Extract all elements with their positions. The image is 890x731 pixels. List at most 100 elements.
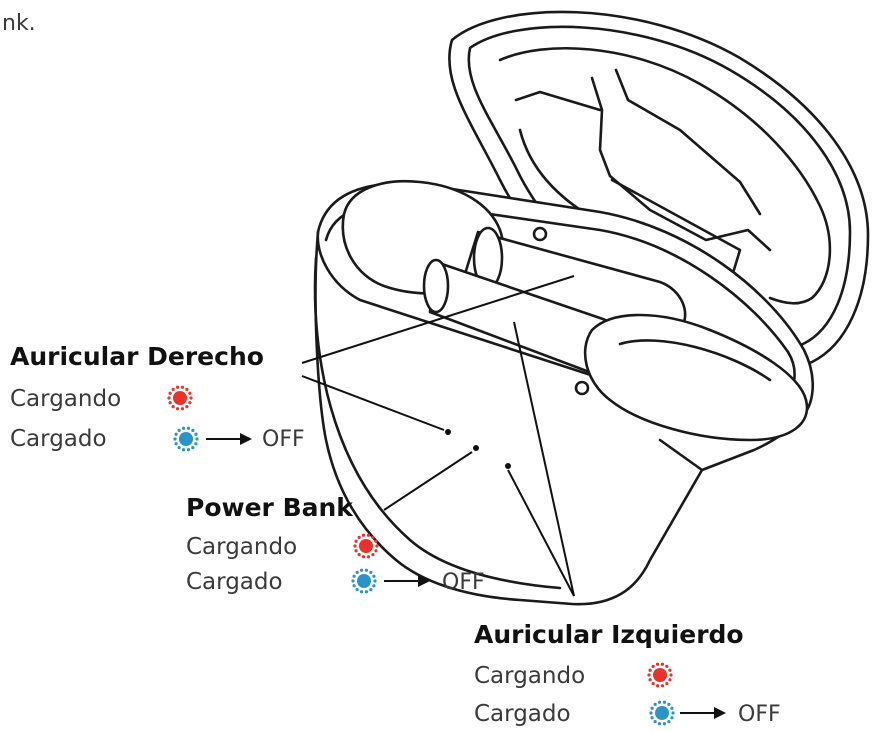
led-halo-dot — [195, 437, 199, 441]
right-earbud-charging-led-icon — [167, 385, 193, 411]
right-earbud-charging-label: Cargando — [10, 386, 121, 412]
led-core — [655, 706, 669, 720]
led-halo-dot — [175, 385, 180, 389]
led-halo-dot — [650, 706, 654, 710]
led-halo-dot — [188, 391, 192, 395]
led-halo-dot — [371, 553, 375, 557]
led-halo-dot — [171, 387, 175, 391]
led-halo-dot — [648, 668, 652, 672]
led-halo-dot — [186, 426, 191, 430]
led-core — [179, 432, 193, 446]
led-halo-dot — [366, 533, 371, 537]
led-halo-dot — [373, 579, 377, 583]
led-halo-dot — [191, 428, 195, 432]
led-halo-dot — [171, 405, 175, 409]
led-halo-dot — [374, 539, 378, 543]
leader-right-led — [301, 375, 445, 431]
left-earbud-charged-label: Cargado — [474, 701, 571, 727]
led-halo-dot — [650, 716, 654, 720]
power-bank-arrow-icon — [384, 575, 430, 587]
led-halo-dot — [665, 682, 669, 686]
led-halo-dot — [168, 391, 172, 395]
power-bank-title: Power Bank — [186, 493, 354, 522]
led-halo-dot — [185, 387, 189, 391]
led-halo-dot — [364, 590, 369, 594]
led-halo-dot — [671, 711, 675, 715]
led-halo-dot — [668, 678, 672, 682]
led-halo-dot — [655, 684, 660, 688]
right-earbud-off-label: OFF — [262, 427, 305, 452]
leader-left-earbud — [513, 321, 575, 597]
fragment-text: nk. — [2, 11, 36, 36]
led-halo-dot — [657, 700, 662, 704]
led-core — [359, 539, 373, 553]
left-earbud-arrow-icon — [680, 707, 726, 719]
led-halo-dot — [173, 437, 177, 441]
callout-power-bank: Power Bank Cargando Cargado OFF — [186, 493, 485, 595]
led-halo-dot — [361, 533, 366, 537]
led-halo-dot — [649, 711, 653, 715]
right-earbud-title: Auricular Derecho — [10, 342, 264, 371]
led-halo-dot — [194, 442, 198, 446]
led-halo-dot — [174, 432, 178, 436]
leader-power-bank — [383, 451, 473, 511]
led-halo-dot — [188, 401, 192, 405]
power-bank-off-label: OFF — [442, 570, 485, 595]
led-halo-dot — [647, 673, 651, 677]
arrow-head — [240, 433, 252, 445]
right-earbud-charged-label: Cargado — [10, 426, 107, 452]
led-halo-dot — [660, 684, 665, 688]
led-halo-dot — [667, 720, 671, 724]
led-halo-dot — [660, 662, 665, 666]
left-earbud-charged-led-icon — [649, 700, 675, 726]
power-bank-charged-led-icon — [351, 568, 377, 594]
led-halo-dot — [657, 722, 662, 726]
led-halo-dot — [177, 428, 181, 432]
led-halo-dot — [175, 407, 180, 411]
led-halo-dot — [651, 682, 655, 686]
left-earbud-led — [505, 463, 511, 469]
leader-lines — [301, 275, 575, 597]
power-bank-charging-led-icon — [353, 533, 379, 559]
arrow-head — [714, 707, 726, 719]
power-bank-charging-label: Cargando — [186, 534, 297, 560]
power-bank-charged-label: Cargado — [186, 569, 283, 595]
led-halo-dot — [354, 539, 358, 543]
right-earbud-charged-led-icon — [173, 426, 199, 452]
led-halo-dot — [352, 574, 356, 578]
led-halo-dot — [651, 664, 655, 668]
callout-right-earbud: Auricular Derecho Cargando Cargado OFF — [10, 342, 305, 452]
led-halo-dot — [167, 396, 171, 400]
led-halo-dot — [357, 553, 361, 557]
led-halo-dot — [665, 664, 669, 668]
left-earbud-drawing — [422, 258, 809, 442]
led-core — [357, 574, 371, 588]
led-halo-dot — [366, 555, 371, 559]
power-bank-led — [473, 445, 479, 451]
led-halo-dot — [653, 702, 657, 706]
led-halo-dot — [181, 426, 186, 430]
led-halo-dot — [180, 407, 185, 411]
right-earbud-led — [445, 429, 451, 435]
led-halo-dot — [185, 405, 189, 409]
led-halo-dot — [177, 446, 181, 450]
callout-left-earbud: Auricular Izquierdo Cargando Cargado OFF — [474, 620, 781, 727]
led-halo-dot — [174, 442, 178, 446]
led-halo-dot — [353, 544, 357, 548]
led-halo-dot — [354, 549, 358, 553]
right-earbud-arrow-icon — [206, 433, 252, 445]
led-halo-dot — [189, 396, 193, 400]
left-earbud-charging-led-icon — [647, 662, 673, 688]
led-halo-dot — [667, 702, 671, 706]
led-halo-dot — [352, 584, 356, 588]
led-halo-dot — [186, 448, 191, 452]
led-halo-dot — [371, 535, 375, 539]
led-halo-dot — [369, 570, 373, 574]
led-halo-dot — [670, 706, 674, 710]
led-halo-dot — [359, 568, 364, 572]
left-earbud-charging-label: Cargando — [474, 663, 585, 689]
led-halo-dot — [351, 579, 355, 583]
led-core — [653, 668, 667, 682]
led-halo-dot — [361, 555, 366, 559]
